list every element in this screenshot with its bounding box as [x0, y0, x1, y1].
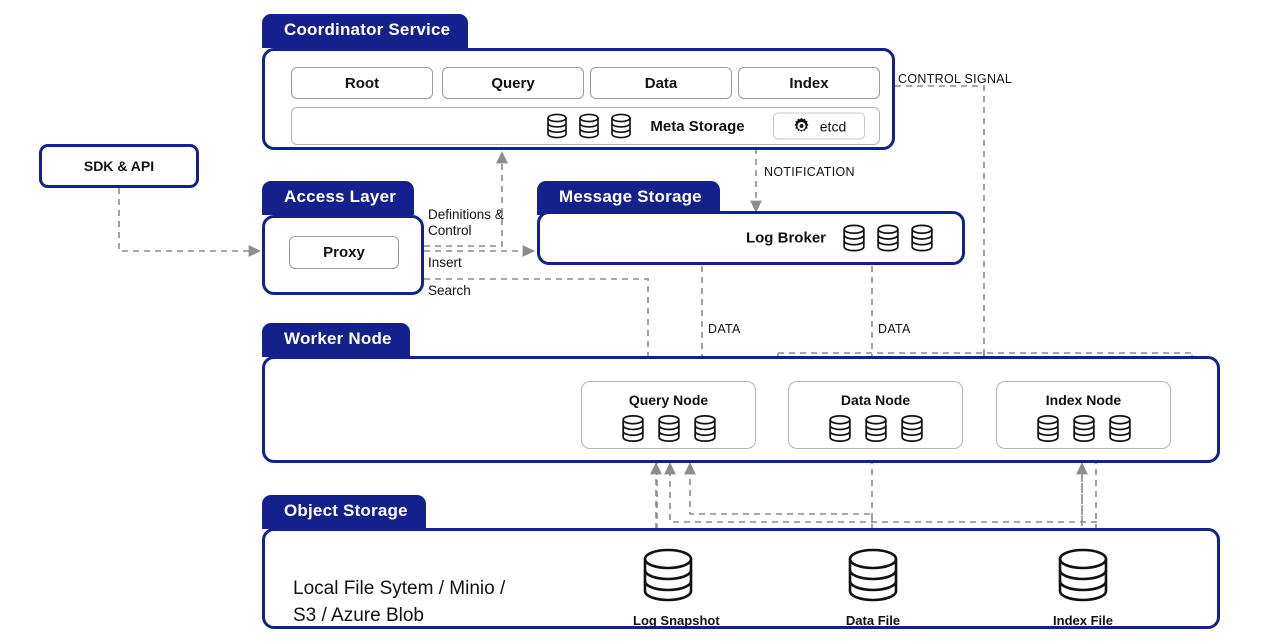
worker-node-body: Query Node Data Node Index Node	[262, 356, 1220, 463]
database-disk-icon	[1036, 414, 1059, 443]
coordinator-root-box[interactable]: Root	[291, 67, 433, 99]
proxy-box[interactable]: Proxy	[289, 236, 399, 269]
worker-node-tab: Worker Node	[262, 323, 410, 357]
index-node-disks	[997, 414, 1170, 443]
coordinator-index-box[interactable]: Index	[738, 67, 880, 99]
database-disk-icon	[547, 113, 568, 139]
query-node-box[interactable]: Query Node	[581, 381, 756, 449]
label-data-right: DATA	[878, 322, 911, 336]
data-node-disks	[789, 414, 962, 443]
sdk-api-box[interactable]: SDK & API	[39, 144, 199, 188]
log-snapshot-label: Log Snapshot	[633, 613, 720, 628]
database-cylinder-icon	[643, 548, 693, 602]
object-storage-tab: Object Storage	[262, 495, 426, 529]
database-cylinder-icon	[1058, 548, 1108, 602]
data-file-cylinder[interactable]: Data File	[843, 548, 903, 628]
coordinator-index-label: Index	[789, 74, 829, 92]
database-disk-icon	[877, 224, 899, 252]
database-disk-icon	[911, 224, 933, 252]
data-node-box[interactable]: Data Node	[788, 381, 963, 449]
label-search: Search	[428, 283, 471, 298]
coordinator-service-tab: Coordinator Service	[262, 14, 469, 48]
message-storage-group: Message Storage Log Broker	[537, 181, 965, 265]
coordinator-service-group: Coordinator Service Root Query Data Inde…	[262, 14, 895, 150]
label-data-left: DATA	[708, 322, 741, 336]
wire-search-to-query-node	[424, 278, 654, 384]
coordinator-root-label: Root	[344, 74, 380, 92]
coordinator-data-label: Data	[644, 74, 678, 92]
label-definitions-control: Definitions & Control	[428, 207, 504, 238]
worker-node-group: Worker Node Query Node Data Node	[262, 323, 1220, 463]
wire-sdk-to-access	[118, 188, 261, 257]
database-disk-icon	[621, 414, 644, 443]
log-broker-row: Log Broker	[746, 224, 934, 253]
etcd-badge[interactable]: etcd	[773, 112, 865, 140]
index-file-label: Index File	[1053, 613, 1113, 628]
coordinator-data-box[interactable]: Data	[590, 67, 732, 99]
sdk-api-label: SDK & API	[83, 158, 155, 174]
index-node-label: Index Node	[1045, 392, 1122, 408]
query-node-disks	[582, 414, 755, 443]
access-layer-tab: Access Layer	[262, 181, 415, 215]
database-disk-icon	[1108, 414, 1131, 443]
database-disk-icon	[864, 414, 887, 443]
object-storage-backends: Local File Sytem / Minio / S3 / Azure Bl…	[293, 578, 506, 626]
coordinator-query-label: Query	[491, 74, 535, 92]
index-file-cylinder[interactable]: Index File	[1052, 548, 1114, 628]
database-disk-icon	[657, 414, 680, 443]
log-broker-disks	[842, 224, 934, 253]
label-notification: NOTIFICATION	[764, 165, 855, 179]
database-disk-icon	[828, 414, 851, 443]
meta-storage-disks	[546, 113, 632, 139]
log-broker-label: Log Broker	[745, 229, 826, 247]
coordinator-service-body: Root Query Data Index Meta Storage	[262, 48, 895, 150]
database-disk-icon	[1072, 414, 1095, 443]
access-layer-group: Access Layer Proxy	[262, 181, 424, 295]
label-insert: Insert	[428, 255, 462, 270]
proxy-label: Proxy	[323, 244, 365, 261]
wire-control-signal-a	[895, 85, 985, 353]
etcd-gear-icon	[794, 117, 809, 132]
meta-storage-strip: Meta Storage etcd	[291, 107, 880, 145]
index-node-box[interactable]: Index Node	[996, 381, 1171, 449]
database-disk-icon	[900, 414, 923, 443]
meta-storage-label: Meta Storage	[650, 117, 745, 135]
message-storage-tab: Message Storage	[537, 181, 720, 215]
etcd-label: etcd	[819, 118, 847, 134]
database-disk-icon	[611, 113, 632, 139]
database-cylinder-icon	[848, 548, 898, 602]
data-node-label: Data Node	[840, 392, 911, 408]
database-disk-icon	[843, 224, 865, 252]
label-control-signal: CONTROL SIGNAL	[898, 72, 1013, 86]
log-snapshot-cylinder[interactable]: Log Snapshot	[633, 548, 720, 628]
wire-definitions-control	[424, 151, 508, 247]
coordinator-query-box[interactable]: Query	[442, 67, 584, 99]
database-disk-icon	[579, 113, 600, 139]
query-node-label: Query Node	[628, 392, 709, 408]
message-storage-body: Log Broker	[537, 211, 965, 265]
access-layer-body: Proxy	[262, 215, 424, 295]
data-file-label: Data File	[845, 613, 901, 628]
database-disk-icon	[693, 414, 716, 443]
